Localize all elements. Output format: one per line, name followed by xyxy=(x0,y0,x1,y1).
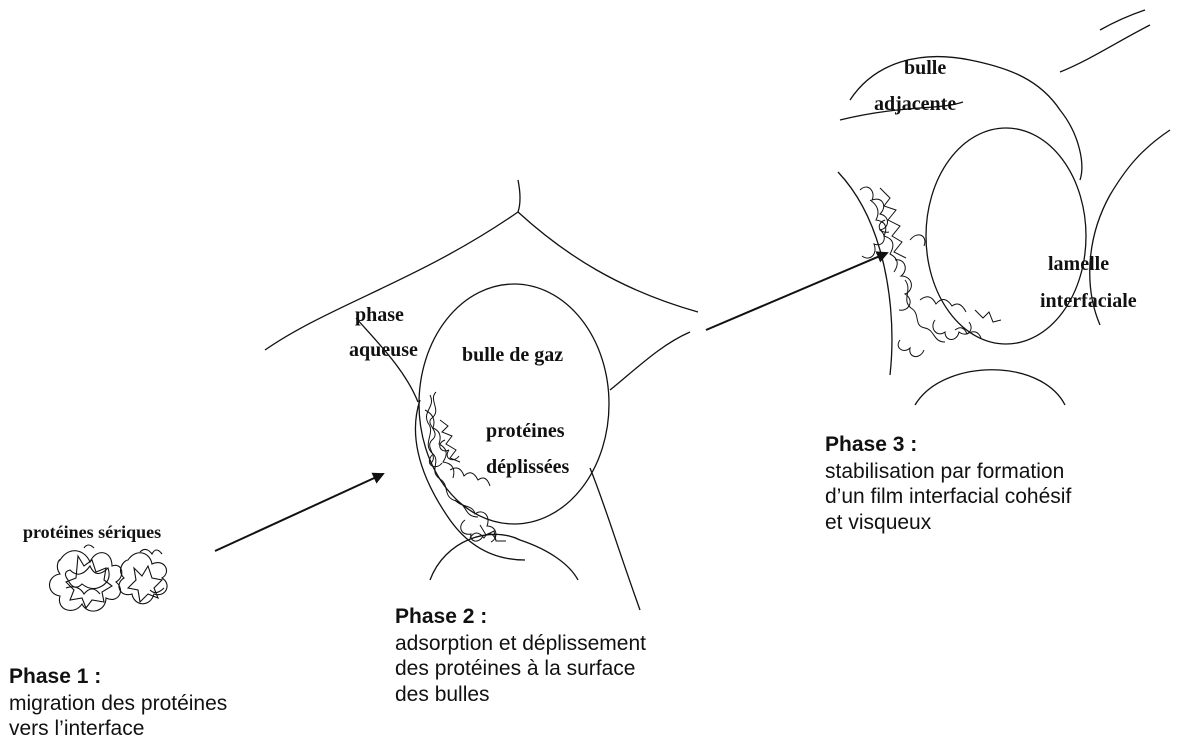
phase2-top-bubble-wall xyxy=(265,212,698,350)
label-gas-bubble: bulle de gaz xyxy=(462,344,563,366)
phase3-top-right-wall xyxy=(1060,25,1150,72)
gas-bubble-outline xyxy=(419,284,609,524)
phase2-right-bubble-wall xyxy=(610,332,690,390)
label-lamella-line1: lamelle xyxy=(1048,253,1109,275)
phase2-bottom-right-wall xyxy=(590,468,640,610)
phase2-caption: Phase 2 : adsorption et déplissement des… xyxy=(395,604,755,707)
arrow-phase2-to-phase3 xyxy=(706,253,887,330)
phase1-title: Phase 1 : xyxy=(9,664,339,690)
adjacent-bubble-arc xyxy=(850,57,1082,180)
label-unfolded-line2: déplissées xyxy=(486,456,570,478)
phase1-caption: Phase 1 : migration des protéines vers l… xyxy=(9,664,339,742)
phase2-title: Phase 2 : xyxy=(395,604,755,630)
phase1-description: migration des protéines vers l’interface xyxy=(9,691,339,742)
phase2-foam xyxy=(265,180,698,610)
label-serum-proteins: protéines sériques xyxy=(23,522,161,542)
phase3-description: stabilisation par formation d’un film in… xyxy=(825,459,1175,536)
arrow-phase1-to-phase2 xyxy=(215,474,383,551)
label-adjacent-line2: adjacente xyxy=(874,93,956,115)
phase3-caption: Phase 3 : stabilisation par formation d’… xyxy=(825,432,1175,535)
label-unfolded-line1: protéines xyxy=(486,420,565,442)
label-lamella-line2: interfaciale xyxy=(1040,290,1137,312)
phase3-foam xyxy=(838,10,1170,405)
phase3-title: Phase 3 : xyxy=(825,432,1175,458)
label-adjacent-line1: bulle xyxy=(904,57,946,79)
phase3-left-wall xyxy=(838,172,892,375)
phase2-top-arc xyxy=(518,180,520,212)
transition-arrows xyxy=(215,253,887,551)
label-aqueous-phase-line2: aqueuse xyxy=(349,339,418,361)
phase3-bottom-bubble xyxy=(915,370,1065,405)
serum-protein-cluster xyxy=(50,545,168,611)
label-aqueous-phase-line1: phase xyxy=(355,304,404,326)
phase2-description: adsorption et déplissement des protéines… xyxy=(395,631,755,708)
phase3-top-right-line xyxy=(1100,10,1145,30)
